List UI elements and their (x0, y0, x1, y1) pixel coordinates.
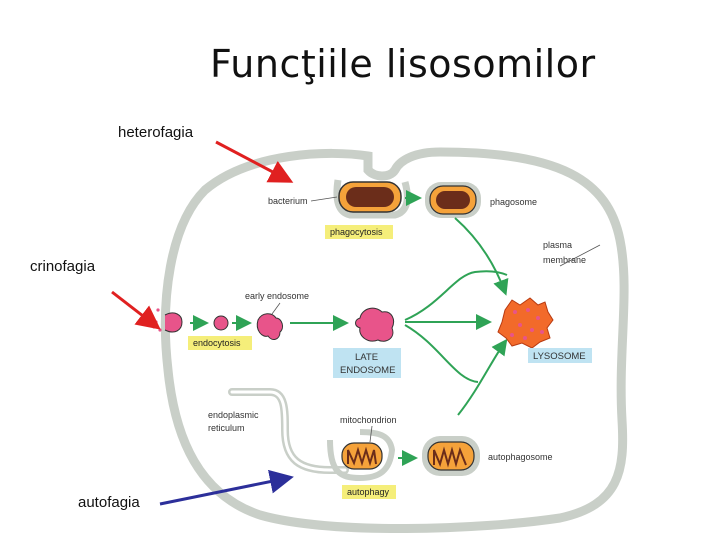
isolation-membrane (327, 429, 396, 482)
label-plasma: plasma (543, 240, 572, 250)
autophagy-box (342, 485, 396, 499)
arrow-autofagia (159, 469, 294, 506)
label-late: LATE (355, 352, 378, 363)
phagocytosis-box (325, 225, 393, 239)
late-endosome-box (333, 348, 401, 378)
label-membrane: membrane (543, 255, 586, 265)
arrow-heterofagia (215, 140, 294, 183)
lysosome-box (528, 348, 592, 363)
label-endosome: ENDOSOME (340, 365, 395, 376)
label-lysosome: LYSOSOME (533, 351, 586, 362)
label-phagosome: phagosome (490, 197, 537, 207)
mitochondrion (341, 442, 383, 470)
label-endocytosis: endocytosis (193, 338, 241, 348)
endocytosis-box (188, 336, 252, 350)
label-mitochondrion: mitochondrion (340, 415, 397, 425)
slide-title: Funcţiile lisosomilor (210, 42, 596, 86)
label-heterofagia: heterofagia (118, 124, 194, 141)
label-autophagosome: autophagosome (488, 452, 553, 462)
label-phagocytosis: phagocytosis (330, 227, 383, 237)
endocytosis-pit (164, 312, 183, 333)
endocytic-vesicle (213, 315, 229, 331)
arrow-crinofagia (111, 290, 161, 330)
label-endoplasmic: endoplasmic (208, 410, 259, 420)
label-reticulum: reticulum (208, 423, 245, 433)
plasma-membrane (160, 147, 629, 533)
label-autofagia: autofagia (78, 494, 140, 511)
label-autophagy: autophagy (347, 487, 390, 497)
secreted-particles (150, 308, 162, 332)
label-crinofagia: crinofagia (30, 258, 96, 275)
late-endosome (355, 307, 395, 342)
early-endosome (256, 313, 284, 340)
label-early-endosome: early endosome (245, 291, 309, 301)
label-bacterium: bacterium (268, 196, 308, 206)
